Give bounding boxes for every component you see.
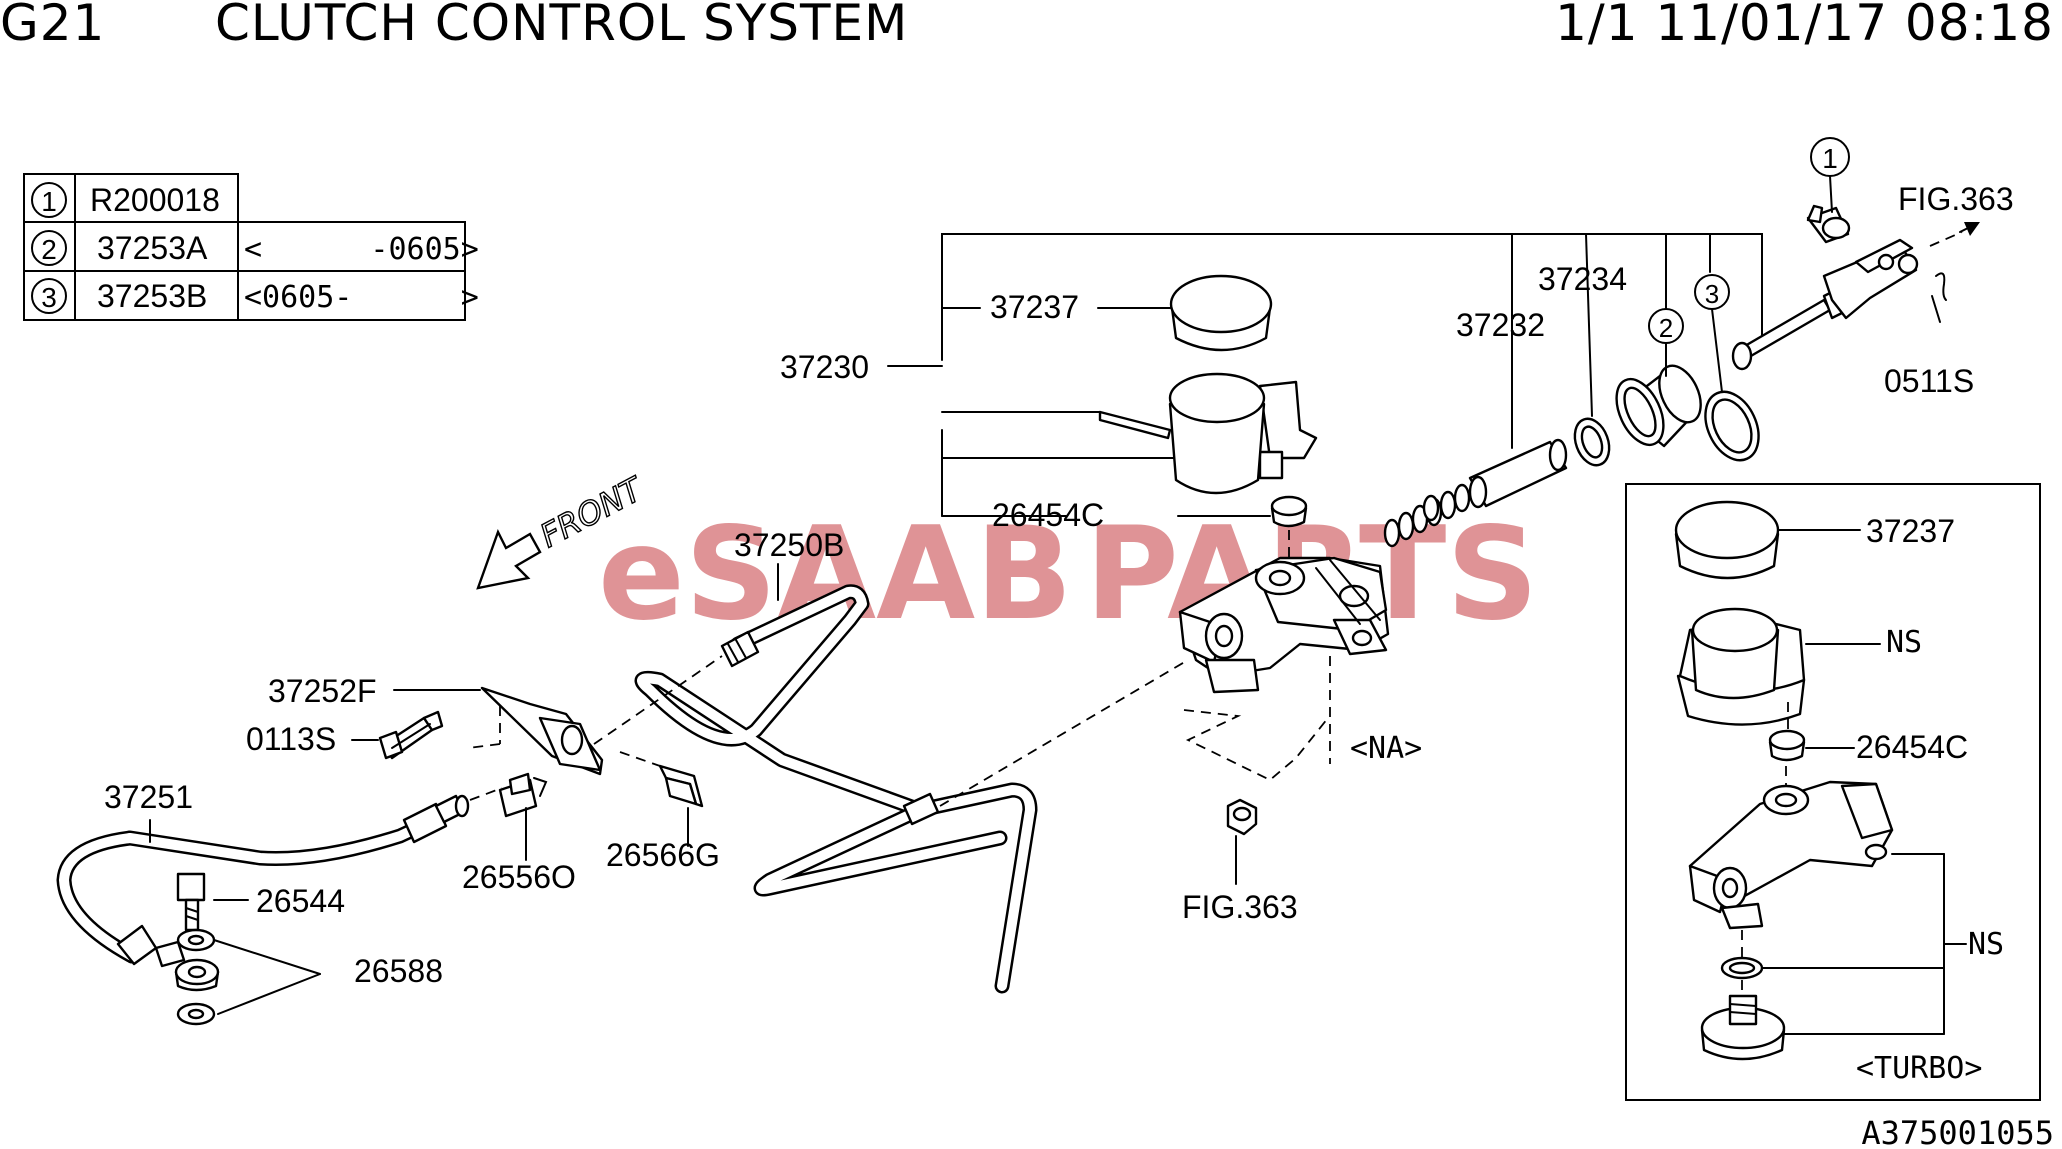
leaders xyxy=(149,563,779,901)
label-37232: 37232 xyxy=(1456,307,1545,343)
legend-row-1: 1 R200018 xyxy=(31,182,220,218)
inset-variant-label: <TURBO> xyxy=(1856,1051,1982,1086)
master-cylinder-bracket xyxy=(887,233,1763,517)
legend-part: R200018 xyxy=(90,182,220,218)
part-labels: 37230 37237 37232 37234 26454C FIG.363 0… xyxy=(104,181,2014,989)
na-nut xyxy=(1183,656,1331,885)
boot-37253a xyxy=(1615,364,1702,448)
callout-3: 3 xyxy=(1694,274,1730,393)
svg-text:2: 2 xyxy=(1659,313,1673,343)
inset-reservoir xyxy=(1676,607,1881,732)
label-37230: 37230 xyxy=(780,349,869,385)
legend-row-3: 3 37253B <0605- > xyxy=(31,278,479,315)
inset-label-ns-top: NS xyxy=(1886,625,1922,660)
label-37252f: 37252F xyxy=(268,673,377,709)
watermark-esaab: eSAAB xyxy=(598,500,1073,649)
label-37250b: 37250B xyxy=(734,527,844,563)
label-26556o: 26556O xyxy=(462,859,576,895)
page-timestamp: 1/1 11/01/17 08:18 xyxy=(1555,0,2054,52)
clutch-hose-37251 xyxy=(56,787,503,968)
callout-2: 2 xyxy=(1648,308,1684,377)
inset-reservoir-cap xyxy=(1674,500,1861,580)
label-26566g: 26566G xyxy=(606,837,720,873)
diagram-title: CLUTCH CONTROL SYSTEM xyxy=(215,0,909,52)
label-fig363-top: FIG.363 xyxy=(1898,181,2014,217)
label-26544: 26544 xyxy=(256,883,345,919)
legend-range: < -0605> xyxy=(244,232,479,267)
legend-num: 2 xyxy=(41,234,57,265)
bolt-0113s xyxy=(378,710,444,760)
label-fig363-bottom: FIG.363 xyxy=(1182,889,1298,925)
legend-range: <0605- > xyxy=(244,280,479,315)
label-37234: 37234 xyxy=(1538,261,1627,297)
legend-num: 1 xyxy=(41,186,57,217)
reservoir-cap xyxy=(1169,274,1273,352)
legend-row-2: 2 37253A < -0605> xyxy=(31,230,479,267)
inset-label-26454c: 26454C xyxy=(1856,729,1968,765)
seal-26454c xyxy=(1270,495,1308,575)
diagram-id: A375001055 xyxy=(1861,1114,2054,1149)
bracket-37252f xyxy=(467,655,723,776)
label-37237: 37237 xyxy=(990,289,1079,325)
piston-spring-37232 xyxy=(1383,438,1568,548)
diagram-code: G21 xyxy=(0,0,106,52)
washers-26588 xyxy=(174,928,321,1026)
svg-text:3: 3 xyxy=(1705,279,1719,309)
legend-part: 37253A xyxy=(97,230,208,266)
inset-master-cylinder xyxy=(1688,780,1945,1035)
bolt-26544 xyxy=(176,872,206,932)
reservoir xyxy=(1098,372,1318,495)
clip-26556o xyxy=(498,772,548,818)
legend-table: 1 R200018 2 37253A < -0605> 3 37253B <06… xyxy=(23,173,479,321)
callout-1: 1 xyxy=(1810,137,1850,213)
label-37251: 37251 xyxy=(104,779,193,815)
label-26588: 26588 xyxy=(354,953,443,989)
inset-label-ns-bottom: NS xyxy=(1968,927,2004,962)
label-26454c: 26454C xyxy=(992,497,1104,533)
clip-26566g xyxy=(619,751,704,808)
inset-label-37237: 37237 xyxy=(1866,513,1955,549)
ring-37253b xyxy=(1704,390,1760,462)
inset-fitting xyxy=(1700,994,1945,1061)
inset-seal xyxy=(1768,729,1855,790)
legend-num: 3 xyxy=(41,282,57,313)
svg-text:1: 1 xyxy=(1822,143,1838,174)
label-0511s: 0511S xyxy=(1884,363,1974,399)
master-cylinder-body xyxy=(1178,556,1390,694)
inset-o-ring xyxy=(1720,956,1945,1002)
clutch-pipe-37250b xyxy=(634,584,1189,994)
turbo-inset: 37237 NS 26454C NS <TURBO> xyxy=(1625,483,2041,1101)
label-na: <NA> xyxy=(1350,731,1422,766)
push-rod-clevis xyxy=(1731,204,1947,371)
fig363-arrow xyxy=(1929,222,1980,247)
seal-ring-37234 xyxy=(1573,417,1611,467)
legend-part: 37253B xyxy=(97,278,207,314)
label-0113s: 0113S xyxy=(246,721,336,757)
